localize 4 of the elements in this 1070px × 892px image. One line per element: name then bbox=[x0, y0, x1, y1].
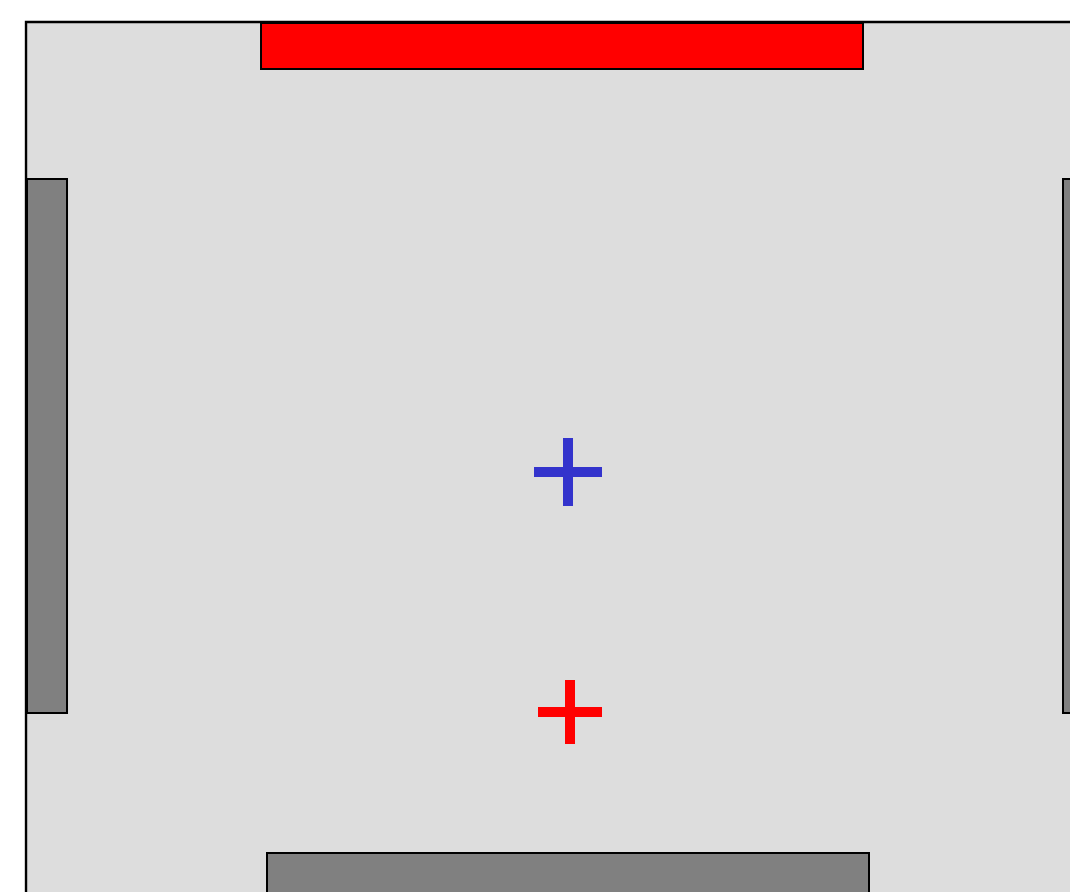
wall-bar bbox=[26, 178, 68, 714]
wall-bar bbox=[1062, 178, 1070, 714]
wall-bar bbox=[266, 852, 870, 892]
wall-bar bbox=[260, 22, 864, 70]
